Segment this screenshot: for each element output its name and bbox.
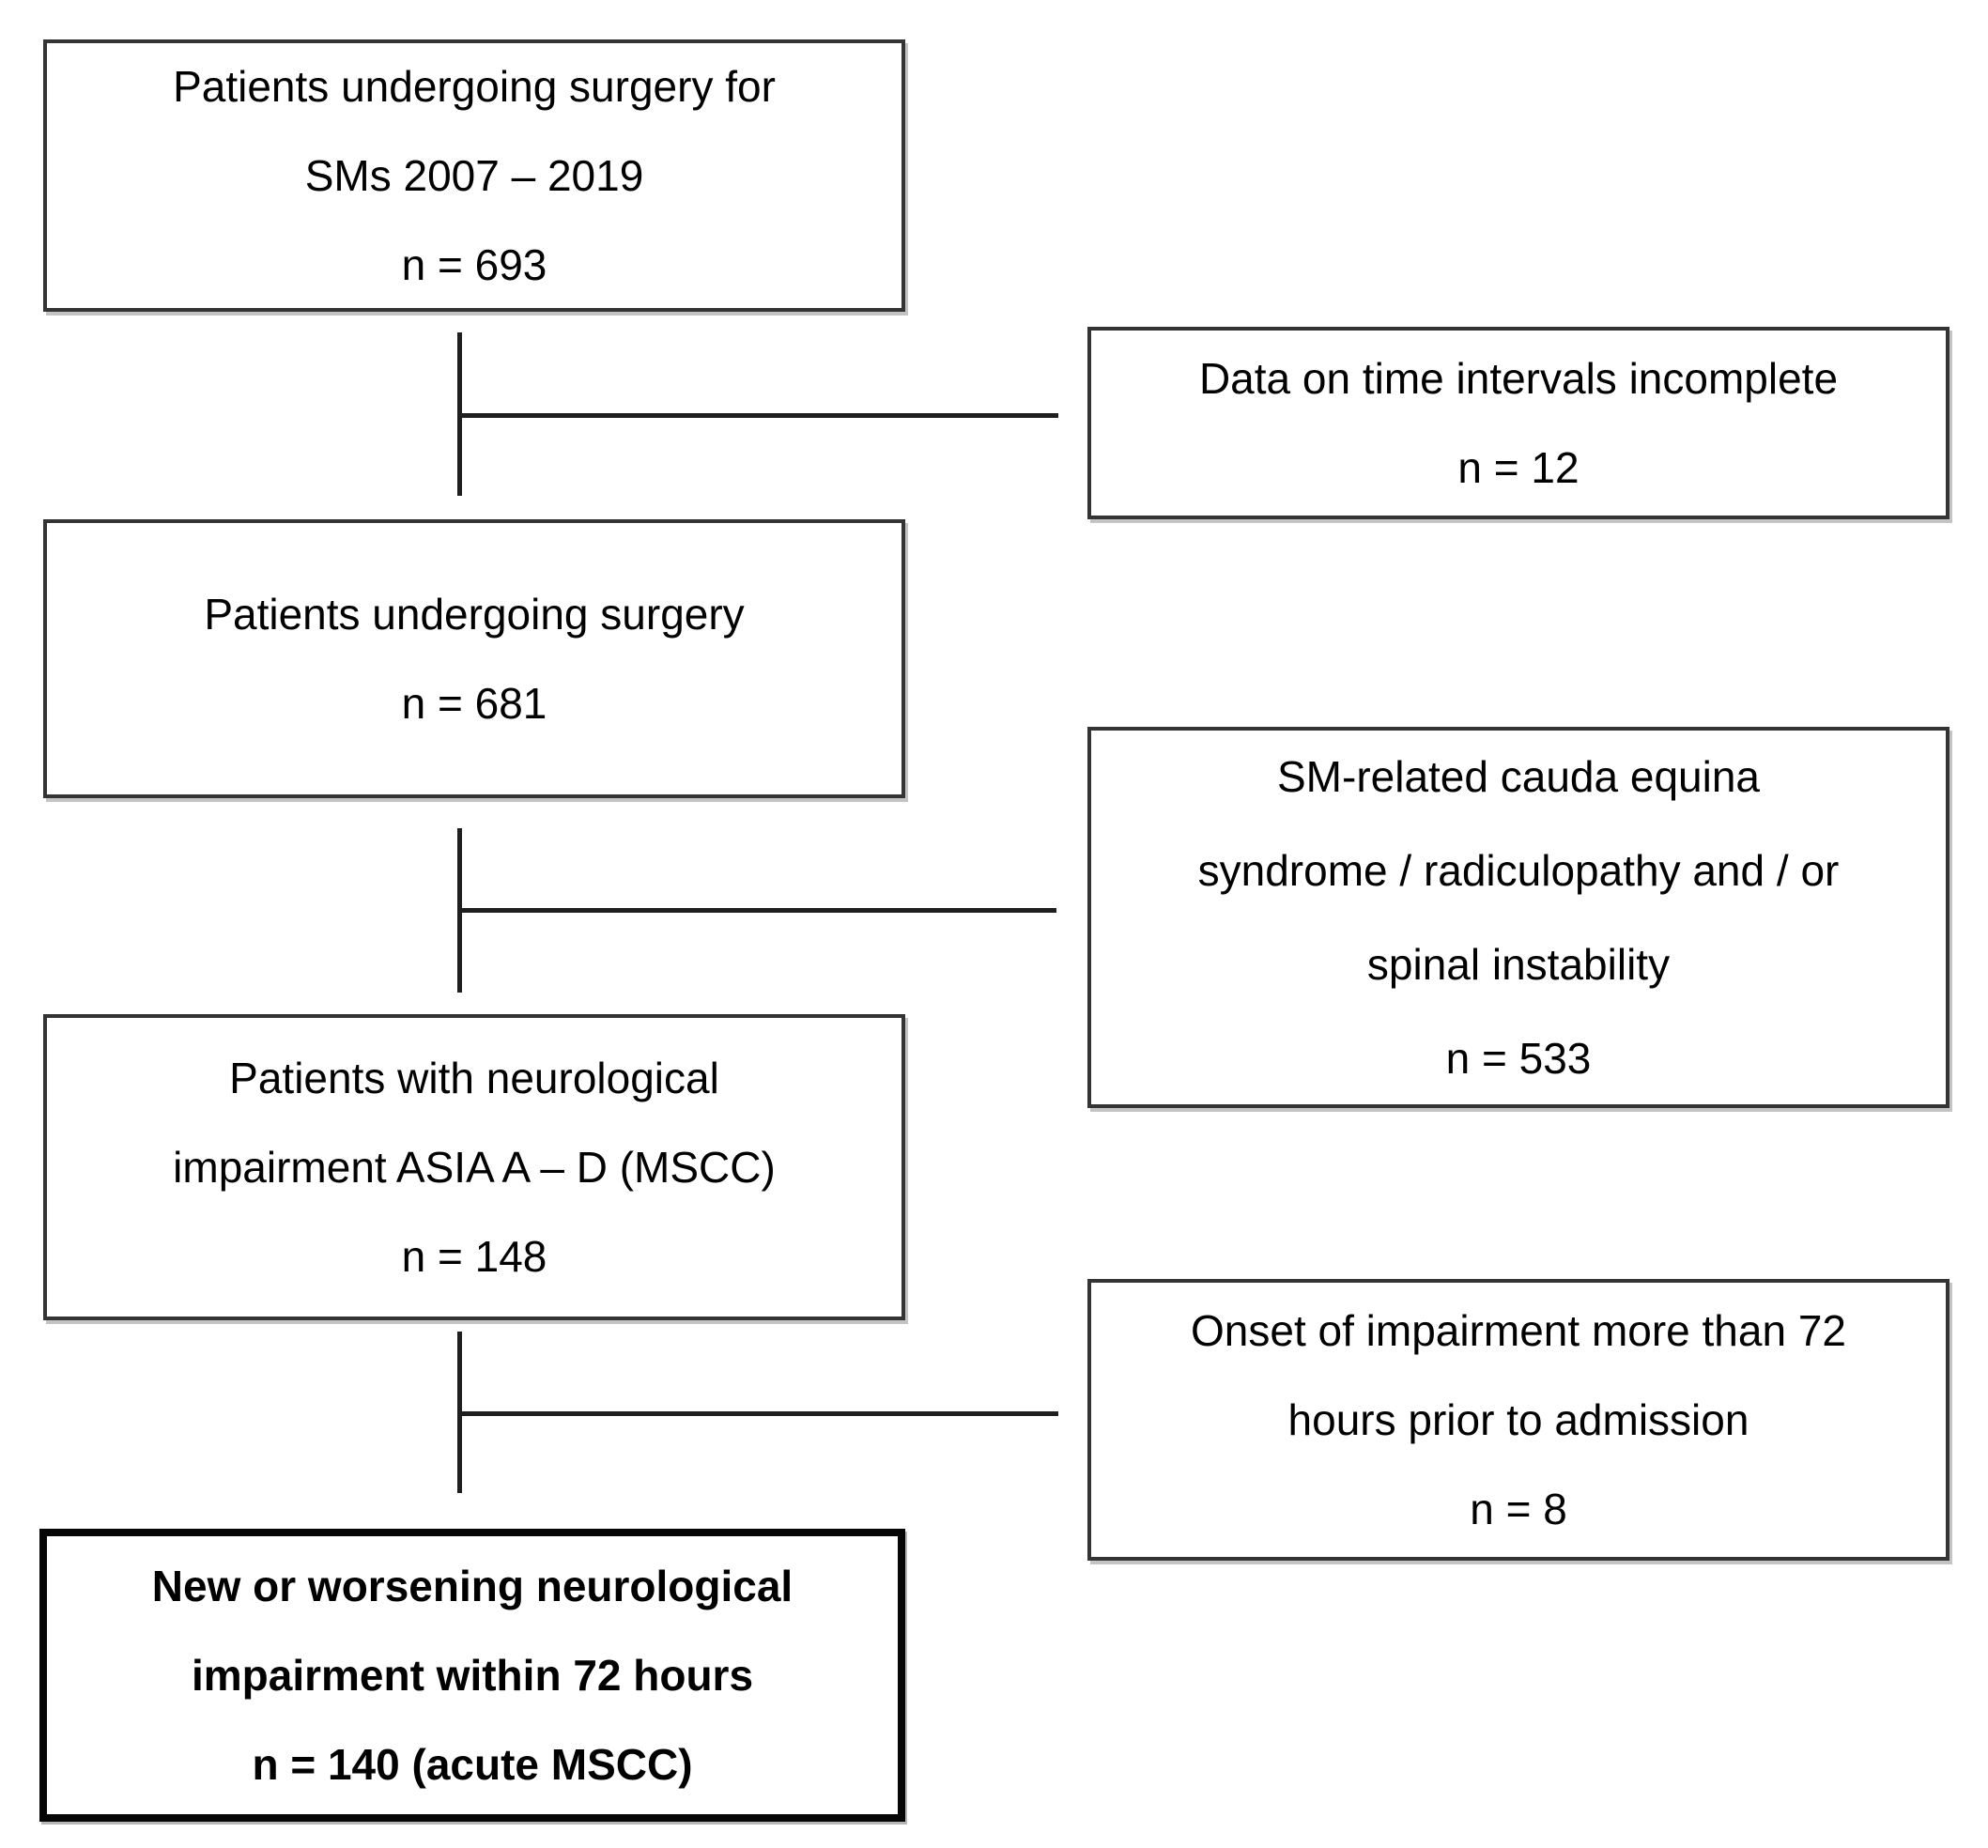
connector-1-branch-line bbox=[457, 413, 1058, 418]
flow-box-count: n = 140 (acute MSCC) bbox=[252, 1739, 693, 1789]
flow-box-line: Patients undergoing surgery bbox=[204, 590, 745, 639]
flow-box-line: SM-related cauda equina bbox=[1277, 752, 1760, 801]
flow-box-undergoing-surgery: Patients undergoing surgery n = 681 bbox=[43, 519, 905, 798]
flow-box-exclusion-cauda-equina: SM-related cauda equina syndrome / radic… bbox=[1087, 727, 1949, 1108]
flow-box-acute-mscc-result: New or worsening neurological impairment… bbox=[39, 1529, 905, 1822]
flow-box-neurological-impairment: Patients with neurological impairment AS… bbox=[43, 1014, 905, 1320]
flow-box-line: Patients undergoing surgery for bbox=[173, 61, 776, 111]
connector-2-branch-line bbox=[457, 908, 1056, 913]
flow-box-exclusion-late-onset: Onset of impairment more than 72 hours p… bbox=[1087, 1279, 1949, 1561]
flow-box-count: n = 693 bbox=[401, 239, 547, 289]
flow-box-line: Onset of impairment more than 72 bbox=[1191, 1305, 1846, 1355]
flow-box-count: n = 148 bbox=[401, 1231, 547, 1281]
flow-box-line: Patients with neurological bbox=[229, 1053, 719, 1102]
flow-box-exclusion-incomplete-data: Data on time intervals incomplete n = 12 bbox=[1087, 327, 1949, 519]
flow-box-surgery-for-sms: Patients undergoing surgery for SMs 2007… bbox=[43, 39, 905, 312]
flow-box-line: impairment within 72 hours bbox=[191, 1650, 754, 1700]
flow-box-line: impairment ASIA A – D (MSCC) bbox=[173, 1142, 776, 1192]
flow-box-line: syndrome / radiculopathy and / or bbox=[1197, 846, 1840, 895]
flow-box-count: n = 8 bbox=[1470, 1484, 1567, 1533]
flow-box-count: n = 533 bbox=[1445, 1034, 1592, 1083]
flow-box-count: n = 681 bbox=[401, 679, 547, 728]
flow-box-line: New or worsening neurological bbox=[151, 1561, 794, 1610]
flow-box-line: spinal instability bbox=[1366, 940, 1671, 989]
flow-box-line: SMs 2007 – 2019 bbox=[304, 150, 644, 200]
flow-box-line: hours prior to admission bbox=[1287, 1394, 1749, 1444]
flow-box-line: Data on time intervals incomplete bbox=[1198, 353, 1839, 403]
flow-box-count: n = 12 bbox=[1457, 442, 1580, 492]
connector-3-branch-line bbox=[457, 1411, 1058, 1416]
